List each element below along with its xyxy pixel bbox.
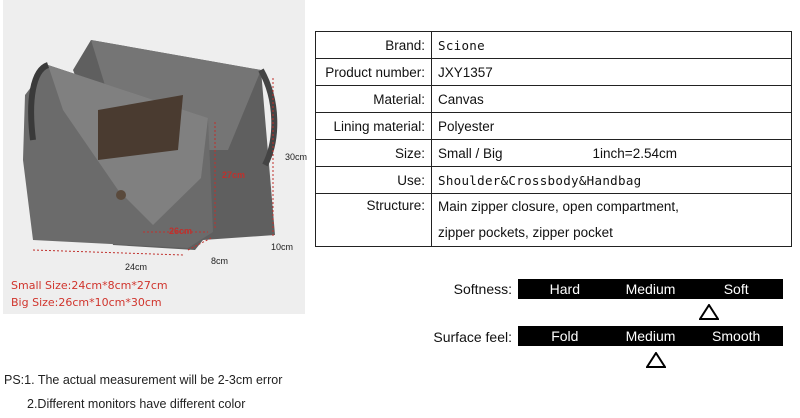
- spec-value-brand: Scione: [431, 31, 792, 59]
- surface-option: Smooth: [712, 328, 761, 344]
- spec-value-product-number: JXY1357: [431, 58, 792, 86]
- dim-width-small: 24cm: [125, 262, 148, 272]
- spec-label: Material:: [315, 85, 432, 113]
- softness-option: Medium: [625, 281, 676, 297]
- dim-height-big: 30cm: [285, 152, 308, 162]
- spec-row-structure: Structure: Main zipper closure, open com…: [315, 193, 792, 247]
- spec-row-lining: Lining material: Polyester: [315, 112, 792, 140]
- dim-width-big: 26cm: [169, 226, 193, 236]
- bag-strap: [28, 62, 50, 141]
- softness-triangle-icon: [698, 304, 719, 320]
- dim-depth-big: 10cm: [271, 242, 294, 252]
- spec-table: Brand: Scione Product number: JXY1357 Ma…: [315, 31, 792, 247]
- surface-option: Fold: [551, 328, 579, 344]
- dim-height-small: 27cm: [222, 170, 246, 180]
- spec-value-structure: Main zipper closure, open compartment, z…: [431, 193, 792, 247]
- big-size-note: Big Size:26cm*10cm*30cm: [11, 296, 162, 309]
- spec-label: Lining material:: [315, 112, 432, 140]
- ps-note-2: 2.Different monitors have different colo…: [27, 397, 246, 411]
- dim-line: [32, 249, 184, 256]
- spec-label: Size:: [315, 139, 432, 167]
- inch-conversion: 1inch=2.54cm: [592, 145, 677, 161]
- bag-strap: [258, 68, 278, 167]
- structure-line: zipper pockets, zipper pocket: [438, 225, 613, 240]
- spec-label: Brand:: [315, 31, 432, 59]
- dim-line: [187, 237, 212, 251]
- spec-row-size: Size: Small / Big 1inch=2.54cm: [315, 139, 792, 167]
- big-bag-flap: [91, 40, 261, 150]
- surface-feel-scale: Fold Medium Smooth: [518, 326, 783, 346]
- ps-note-1: PS:1. The actual measurement will be 2-3…: [4, 373, 283, 387]
- spec-value-lining: Polyester: [431, 112, 792, 140]
- size-options: Small / Big: [438, 145, 503, 161]
- spec-label: Product number:: [315, 58, 432, 86]
- small-size-note: Small Size:24cm*8cm*27cm: [11, 279, 168, 292]
- softness-option: Soft: [723, 281, 749, 297]
- bag-button: [116, 190, 126, 200]
- spec-row-material: Material: Canvas: [315, 85, 792, 113]
- structure-line: Main zipper closure, open compartment,: [438, 199, 679, 214]
- surface-feel-label: Surface feel:: [433, 329, 512, 345]
- spec-value-size: Small / Big 1inch=2.54cm: [431, 139, 792, 167]
- spec-label: Structure:: [315, 193, 432, 247]
- spec-row-brand: Brand: Scione: [315, 31, 792, 59]
- surface-option: Medium: [625, 328, 676, 344]
- softness-label: Softness:: [453, 281, 512, 297]
- spec-row-use: Use: Shoulder&Crossbody&Handbag: [315, 166, 792, 194]
- softness-option: Hard: [549, 281, 581, 297]
- spec-row-product-number: Product number: JXY1357: [315, 58, 792, 86]
- softness-scale: Hard Medium Soft: [518, 279, 783, 299]
- spec-label: Use:: [315, 166, 432, 194]
- dim-depth-small: 8cm: [211, 256, 229, 266]
- spec-value-use: Shoulder&Crossbody&Handbag: [431, 166, 792, 194]
- bag-illustration: [23, 40, 278, 256]
- product-photo: 30cm 27cm 26cm 10cm 8cm 24cm Small Size:…: [3, 0, 308, 314]
- leather-band: [98, 95, 183, 160]
- surface-triangle-icon: [645, 352, 666, 368]
- spec-value-material: Canvas: [431, 85, 792, 113]
